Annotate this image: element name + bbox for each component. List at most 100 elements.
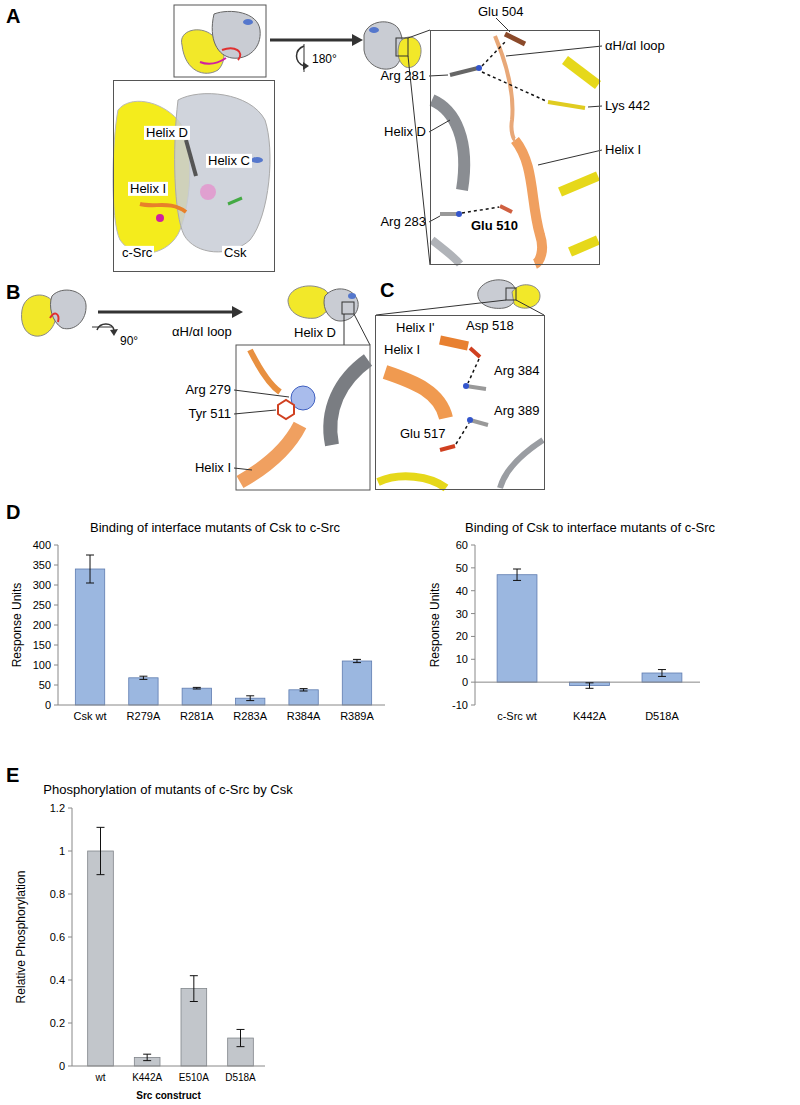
category-label: c-Src wt [497, 710, 537, 722]
category-label: wt [96, 1072, 106, 1083]
error-cap [586, 688, 594, 689]
error-line [90, 555, 91, 583]
tick-label: -10 [452, 699, 468, 711]
hbond [468, 359, 479, 383]
loop-mark [50, 314, 58, 322]
helix-i-ribbon [240, 425, 300, 482]
leader-line [506, 46, 602, 56]
leader-line [234, 410, 276, 414]
error-cap [353, 659, 361, 660]
error-cap [353, 662, 361, 663]
helix-i-ribbon [515, 140, 542, 264]
error-bar [139, 676, 147, 679]
site-mark [228, 198, 242, 204]
zoom-marker [396, 38, 408, 56]
ribbon [432, 240, 460, 264]
csk-cartoon [50, 290, 86, 329]
tick-mark [68, 808, 72, 809]
chart-title: Phosphorylation of mutants of c-Src by C… [43, 783, 292, 797]
error-line [589, 683, 590, 688]
structure-label: Helix D [144, 126, 190, 140]
csrc-ribbon [560, 176, 598, 192]
category-label: R281A [180, 710, 214, 722]
helix-c-mark [243, 19, 253, 25]
bar [342, 661, 371, 705]
panel-letter: C [380, 279, 394, 301]
tick-mark [471, 590, 475, 591]
error-cap [237, 1029, 245, 1030]
category-label: R283A [233, 710, 267, 722]
tick-mark [68, 937, 72, 938]
rotation-glyph [297, 46, 305, 66]
zoom-marker [506, 288, 516, 300]
error-bar [97, 827, 105, 874]
structure-label: αH/αI loop [172, 325, 232, 339]
residue-label: Tyr 511 [189, 407, 231, 421]
bar [129, 678, 158, 705]
tick-mark [471, 659, 475, 660]
error-bar [190, 976, 198, 1002]
lys442-stick [548, 102, 585, 108]
error-cap [300, 688, 308, 689]
bar [75, 569, 104, 705]
error-bar [658, 670, 666, 677]
structure-label: αH/αI loop [605, 39, 665, 53]
tick-label: 200 [33, 619, 51, 631]
rotation-axis [92, 327, 112, 328]
contact-patch [200, 184, 216, 200]
arrow-head [352, 34, 363, 46]
hbond [456, 423, 469, 444]
error-cap [237, 1046, 245, 1047]
leader-line [429, 75, 448, 76]
structure-label: Arg 384 [492, 364, 542, 378]
error-line [147, 1054, 148, 1060]
error-cap [513, 569, 521, 570]
error-cap [143, 1054, 151, 1055]
zoom-line [408, 56, 430, 265]
error-line [193, 976, 194, 1002]
error-cap [139, 679, 147, 680]
asp518-stick [470, 348, 480, 357]
error-line [250, 696, 251, 701]
panel-letter: B [6, 281, 20, 303]
error-cap [139, 676, 147, 677]
tick-label: 0.8 [50, 888, 65, 900]
tick-label: 60 [456, 539, 468, 551]
csrc-cartoon [398, 37, 421, 68]
leader-line [538, 150, 602, 165]
error-cap [246, 695, 254, 696]
structure-label: Asp 518 [464, 319, 516, 333]
tick-label: 400 [33, 539, 51, 551]
tick-mark [54, 585, 58, 586]
error-cap [193, 689, 201, 690]
tick-label: 1.2 [50, 802, 65, 814]
helix-d-mark [186, 140, 196, 176]
x-axis [475, 682, 700, 683]
tick-label: 0.2 [50, 1017, 65, 1029]
error-cap [97, 874, 105, 875]
structure-label: Helix D [294, 326, 336, 340]
structure-label: Helix I [382, 343, 422, 357]
category-label: K442A [573, 710, 606, 722]
error-bar [300, 689, 308, 691]
category-label: R279A [127, 710, 161, 722]
residue-label: Lys 442 [605, 99, 650, 113]
tick-label: 40 [456, 585, 468, 597]
zoom-marker [342, 302, 354, 314]
glu517-stick [440, 446, 455, 450]
bar [497, 575, 537, 682]
tick-label: 50 [456, 562, 468, 574]
residue-label: Glu 504 [478, 5, 524, 19]
panel-letter: D [6, 501, 20, 523]
error-cap [300, 691, 308, 692]
structure-label: Helix I' [394, 321, 437, 335]
structure-label: Glu 517 [398, 427, 448, 441]
tick-label: 10 [456, 653, 468, 665]
atom [467, 417, 473, 423]
tick-mark [471, 705, 475, 706]
error-cap [658, 669, 666, 670]
helix-d-ribbon [432, 100, 464, 190]
axis-title: Src construct [136, 1090, 200, 1101]
